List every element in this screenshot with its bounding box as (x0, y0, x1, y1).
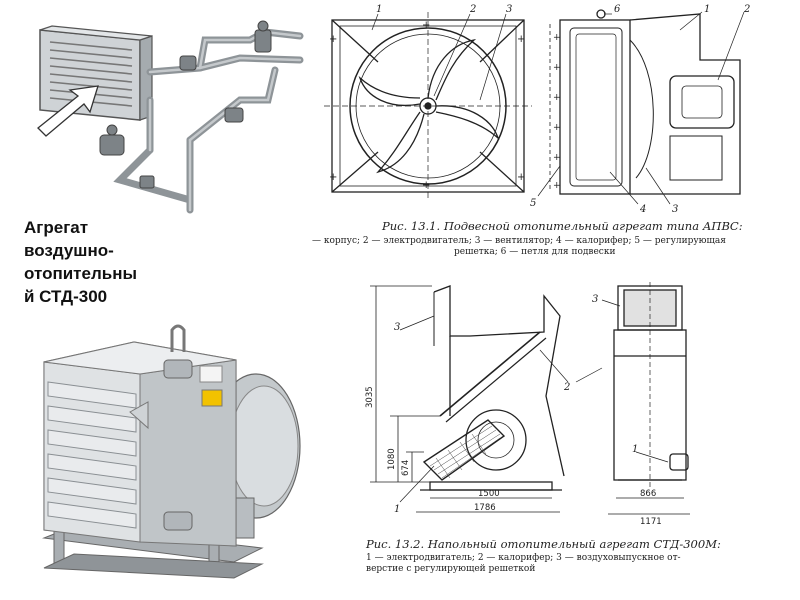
callout-label: 3 (506, 4, 512, 15)
airflow-arrow-icon (37, 85, 99, 137)
callout-label: 3 (672, 204, 678, 215)
svg-text:+: + (553, 123, 561, 133)
callout-label: 3 (394, 322, 400, 333)
callout-label: 2 (743, 4, 750, 15)
heater-core-mesh (429, 425, 501, 479)
nameplate (199, 365, 223, 383)
svg-text:+: + (553, 33, 561, 43)
callout-label: 3 (592, 294, 598, 305)
dimension-label: 1786 (474, 503, 496, 513)
dimension-label: 1171 (640, 517, 662, 527)
dimension-label: 866 (640, 489, 656, 499)
callout-label: 1 (394, 504, 400, 515)
fig-13-1-legend: — корпус; 2 — электродвигатель; 3 — вент… (312, 236, 792, 258)
heater-box (39, 25, 153, 121)
svg-text:+: + (422, 180, 430, 191)
std300-product-photo (42, 324, 301, 579)
callout-label: 1 (632, 444, 638, 455)
unit-title-line: отопительны (24, 264, 137, 283)
heater-piping-illustration (37, 20, 304, 214)
fig-13-1-callouts: 1 2 3 6 1 2 5 4 3 (376, 4, 750, 215)
unit-title-line: й СТД-300 (24, 287, 108, 306)
callout-label: 6 (614, 4, 621, 15)
fig-13-2-caption: Рис. 13.2. Напольный отопительный агрега… (366, 537, 721, 551)
legend-line: решетка; 6 — петля для подвески (454, 247, 616, 257)
louver-blades (47, 381, 137, 529)
callout-label: 1 (376, 4, 382, 15)
legend-line: верстие с регулирующей решеткой (366, 564, 536, 574)
fig-13-2-side-view (420, 285, 565, 491)
svg-text:+: + (329, 34, 337, 45)
svg-text:+: + (553, 181, 561, 191)
svg-text:+: + (553, 93, 561, 103)
legend-line: 1 — электродвигатель; 2 — калорифер; 3 —… (366, 553, 681, 563)
valve-icon (99, 20, 272, 189)
dimension-label: 674 (401, 460, 411, 476)
callout-label: 2 (469, 4, 476, 15)
dimension-label: 1080 (387, 448, 397, 470)
fig-13-2-drawing: 3 2 1 3 1 3035 1080 674 1500 1786 866 11… (365, 282, 690, 527)
svg-text:+: + (422, 20, 430, 31)
callout-label: 4 (639, 204, 646, 215)
unit-title: Агрегат воздушно- отопительны й СТД-300 (24, 216, 174, 308)
dimension-label: 3035 (365, 386, 375, 408)
fig-13-1-side-view (549, 9, 741, 195)
unit-title-line: воздушно- (24, 241, 114, 260)
unit-title-line: Агрегат (24, 218, 89, 237)
svg-text:+: + (553, 153, 561, 163)
callout-label: 1 (704, 4, 710, 15)
fig-13-2-dimensions: 3035 1080 674 1500 1786 866 1171 (365, 386, 662, 527)
fig-13-1-drawing: + + + + + + + + + + + + 1 2 3 6 1 2 (324, 4, 750, 215)
lifting-hook-icon (170, 324, 186, 352)
svg-text:+: + (553, 63, 561, 73)
callout-label: 2 (563, 382, 570, 393)
fig-13-2-front-view (613, 282, 689, 490)
svg-text:+: + (329, 172, 337, 183)
svg-text:+: + (517, 34, 525, 45)
fig-13-1-front-view (324, 12, 532, 200)
callout-label: 5 (530, 198, 536, 209)
warning-label-icon (201, 389, 223, 407)
svg-text:+: + (517, 172, 525, 183)
fig-13-2-legend: 1 — электродвигатель; 2 — калорифер; 3 —… (366, 553, 786, 575)
dimension-label: 1500 (478, 489, 500, 499)
fig-13-1-caption: Рис. 13.1. Подвесной отопительный агрега… (382, 219, 743, 233)
legend-line: — корпус; 2 — электродвигатель; 3 — вент… (312, 236, 726, 246)
fig-13-2-callouts: 3 2 1 3 1 (394, 294, 638, 515)
